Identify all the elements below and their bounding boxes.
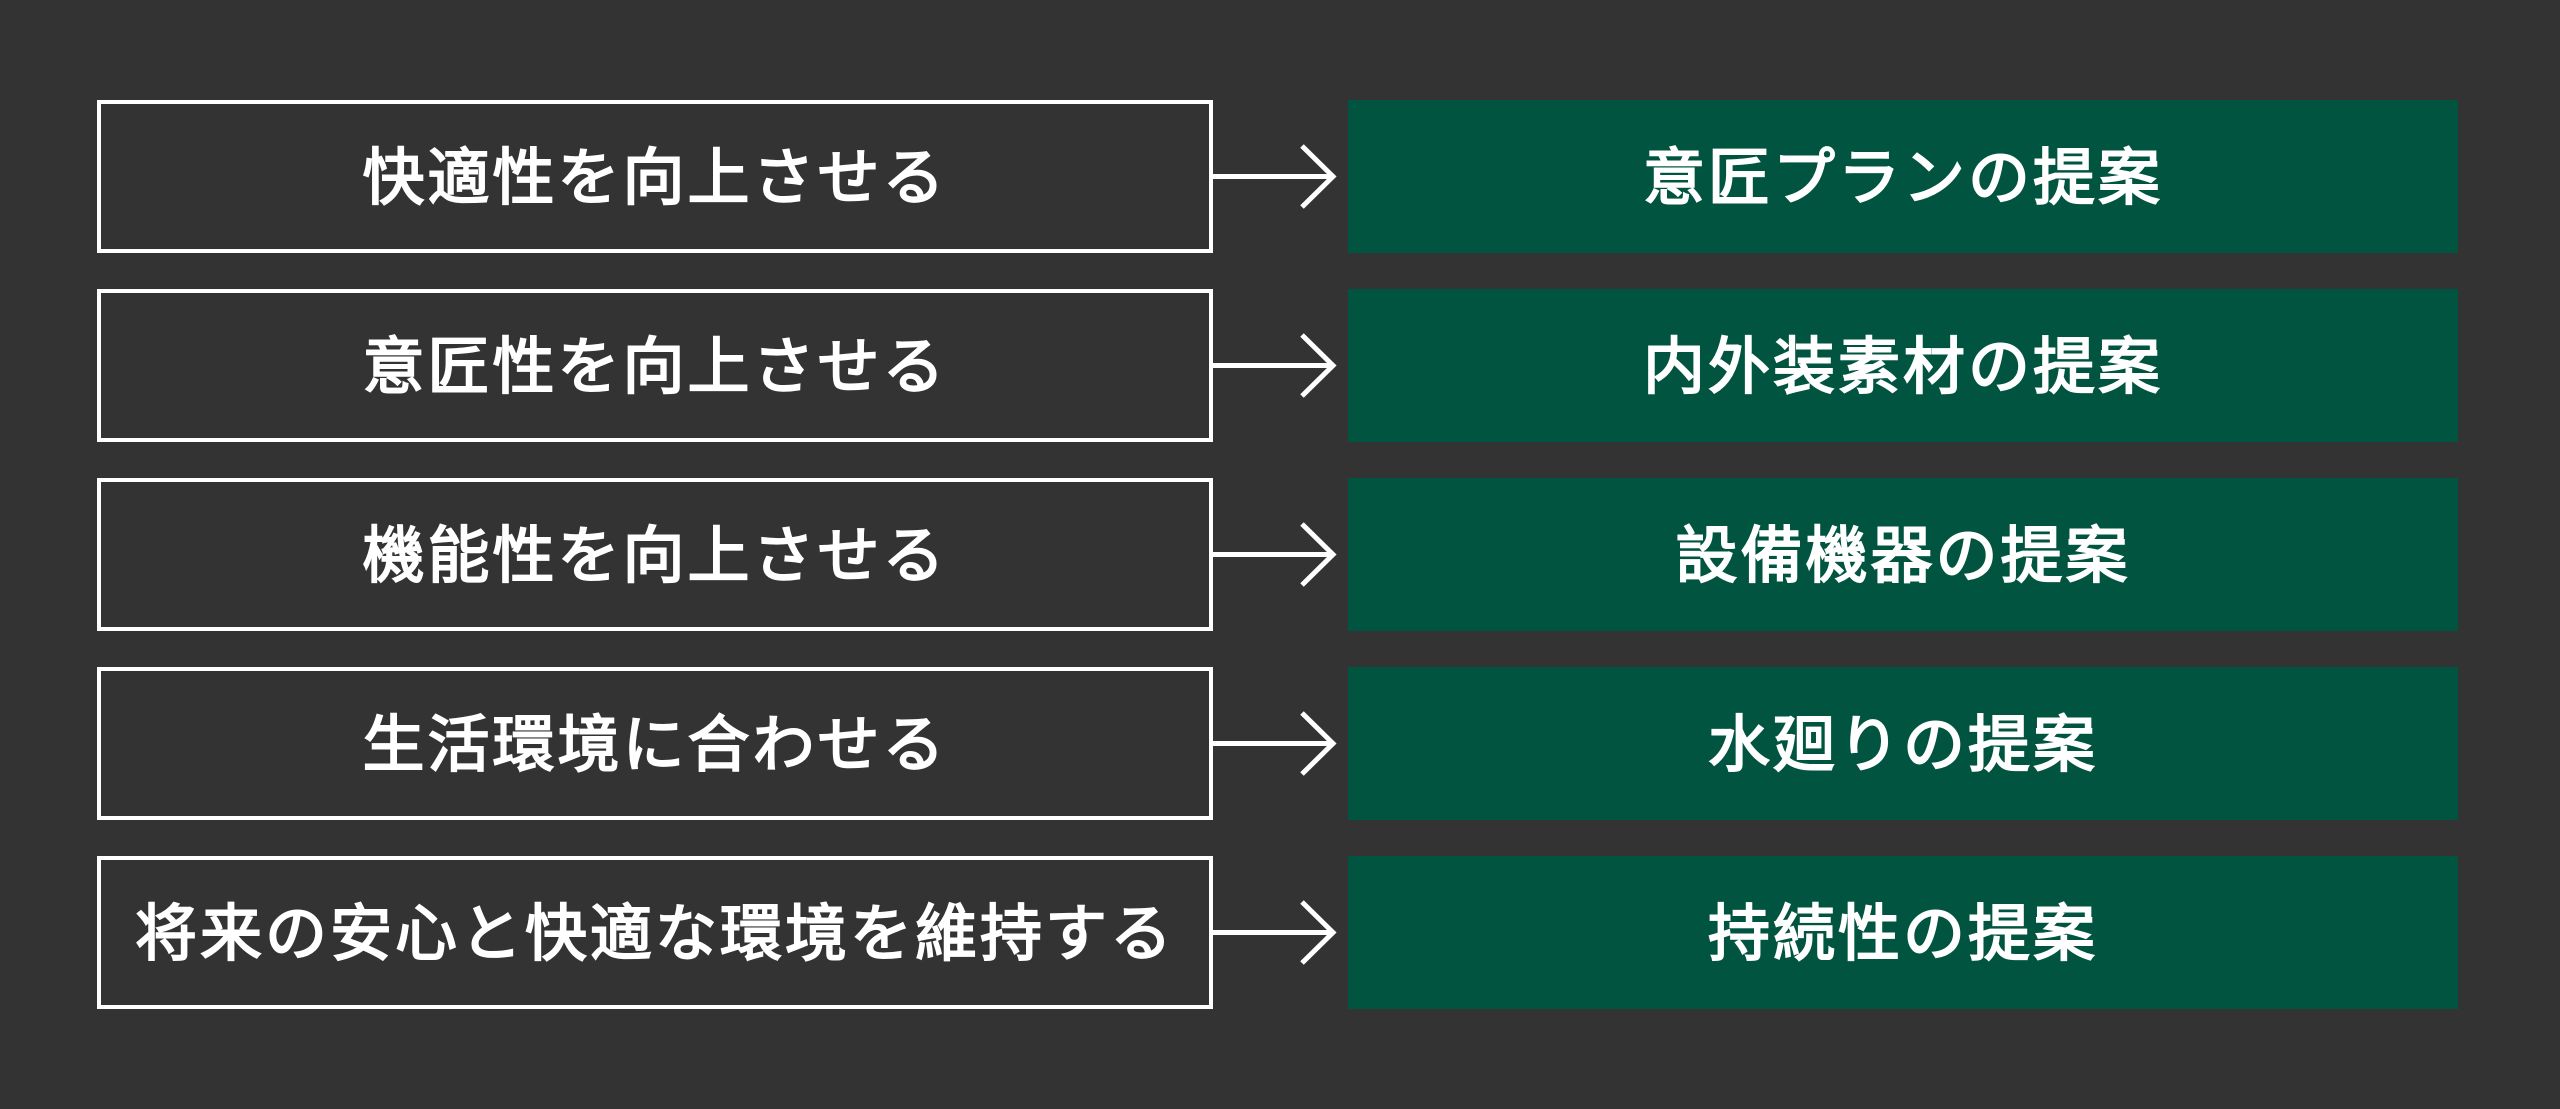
goal-box: 快適性を向上させる <box>97 100 1213 253</box>
goal-label: 生活環境に合わせる <box>362 710 948 780</box>
proposal-label: 水廻りの提案 <box>1707 710 2098 780</box>
proposal-label: 内外装素材の提案 <box>1642 332 2163 402</box>
goal-box: 意匠性を向上させる <box>97 289 1213 442</box>
goal-label: 快適性を向上させる <box>362 143 948 213</box>
arrow-right-icon <box>1213 144 1337 209</box>
arrow-right-icon <box>1213 900 1337 965</box>
arrow-right-icon <box>1213 522 1337 587</box>
goal-box: 将来の安心と快適な環境を維持する <box>97 856 1213 1009</box>
goal-label: 意匠性を向上させる <box>362 332 948 402</box>
proposal-label: 設備機器の提案 <box>1675 521 2131 591</box>
arrow-right-icon <box>1213 711 1337 776</box>
proposal-label: 意匠プランの提案 <box>1642 143 2163 213</box>
proposal-box: 意匠プランの提案 <box>1348 100 2458 253</box>
flow-row: 生活環境に合わせる 水廻りの提案 <box>97 667 2458 820</box>
goal-box: 機能性を向上させる <box>97 478 1213 631</box>
arrow-right-icon <box>1213 333 1337 398</box>
goal-label: 機能性を向上させる <box>362 521 948 591</box>
proposal-box: 設備機器の提案 <box>1348 478 2458 631</box>
proposal-box: 内外装素材の提案 <box>1348 289 2458 442</box>
goal-label: 将来の安心と快適な環境を維持する <box>134 899 1175 969</box>
flow-diagram: 快適性を向上させる 意匠プランの提案 意匠性を向上させる 内外装素材の提案 機能… <box>97 100 2458 1009</box>
flow-row: 機能性を向上させる 設備機器の提案 <box>97 478 2458 631</box>
flow-row: 将来の安心と快適な環境を維持する 持続性の提案 <box>97 856 2458 1009</box>
proposal-box: 持続性の提案 <box>1348 856 2458 1009</box>
goal-box: 生活環境に合わせる <box>97 667 1213 820</box>
proposal-box: 水廻りの提案 <box>1348 667 2458 820</box>
proposal-label: 持続性の提案 <box>1707 899 2098 969</box>
flow-row: 快適性を向上させる 意匠プランの提案 <box>97 100 2458 253</box>
flow-row: 意匠性を向上させる 内外装素材の提案 <box>97 289 2458 442</box>
